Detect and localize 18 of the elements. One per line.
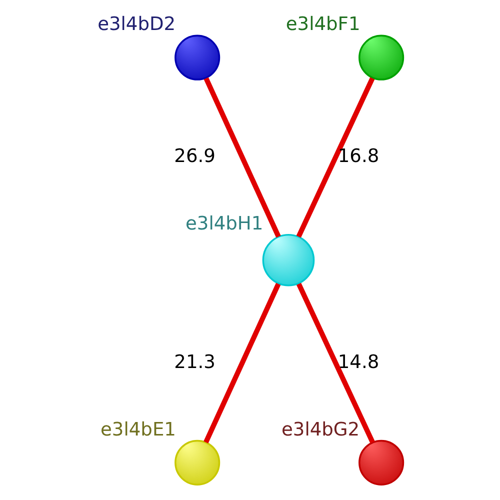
node-label: e3l4bH1 (184, 213, 263, 234)
node-label: e3l4bG2 (280, 419, 360, 440)
node-circle (262, 234, 314, 286)
node-circle (358, 440, 404, 486)
connector (203, 77, 280, 238)
edge-label: 14.8 (337, 352, 379, 373)
node-label: e3l4bF1 (285, 14, 360, 36)
node-circle (358, 34, 404, 80)
node-circle (174, 440, 220, 486)
connector (296, 77, 374, 238)
connector (203, 282, 280, 444)
node-label: e3l4bE1 (100, 419, 176, 440)
edge-label: 26.9 (174, 146, 215, 167)
edge-label: 16.8 (337, 146, 379, 167)
node-circle (174, 34, 220, 80)
connector (296, 282, 374, 444)
edge-label: 21.3 (174, 352, 215, 373)
node-label: e3l4bD2 (97, 14, 176, 36)
